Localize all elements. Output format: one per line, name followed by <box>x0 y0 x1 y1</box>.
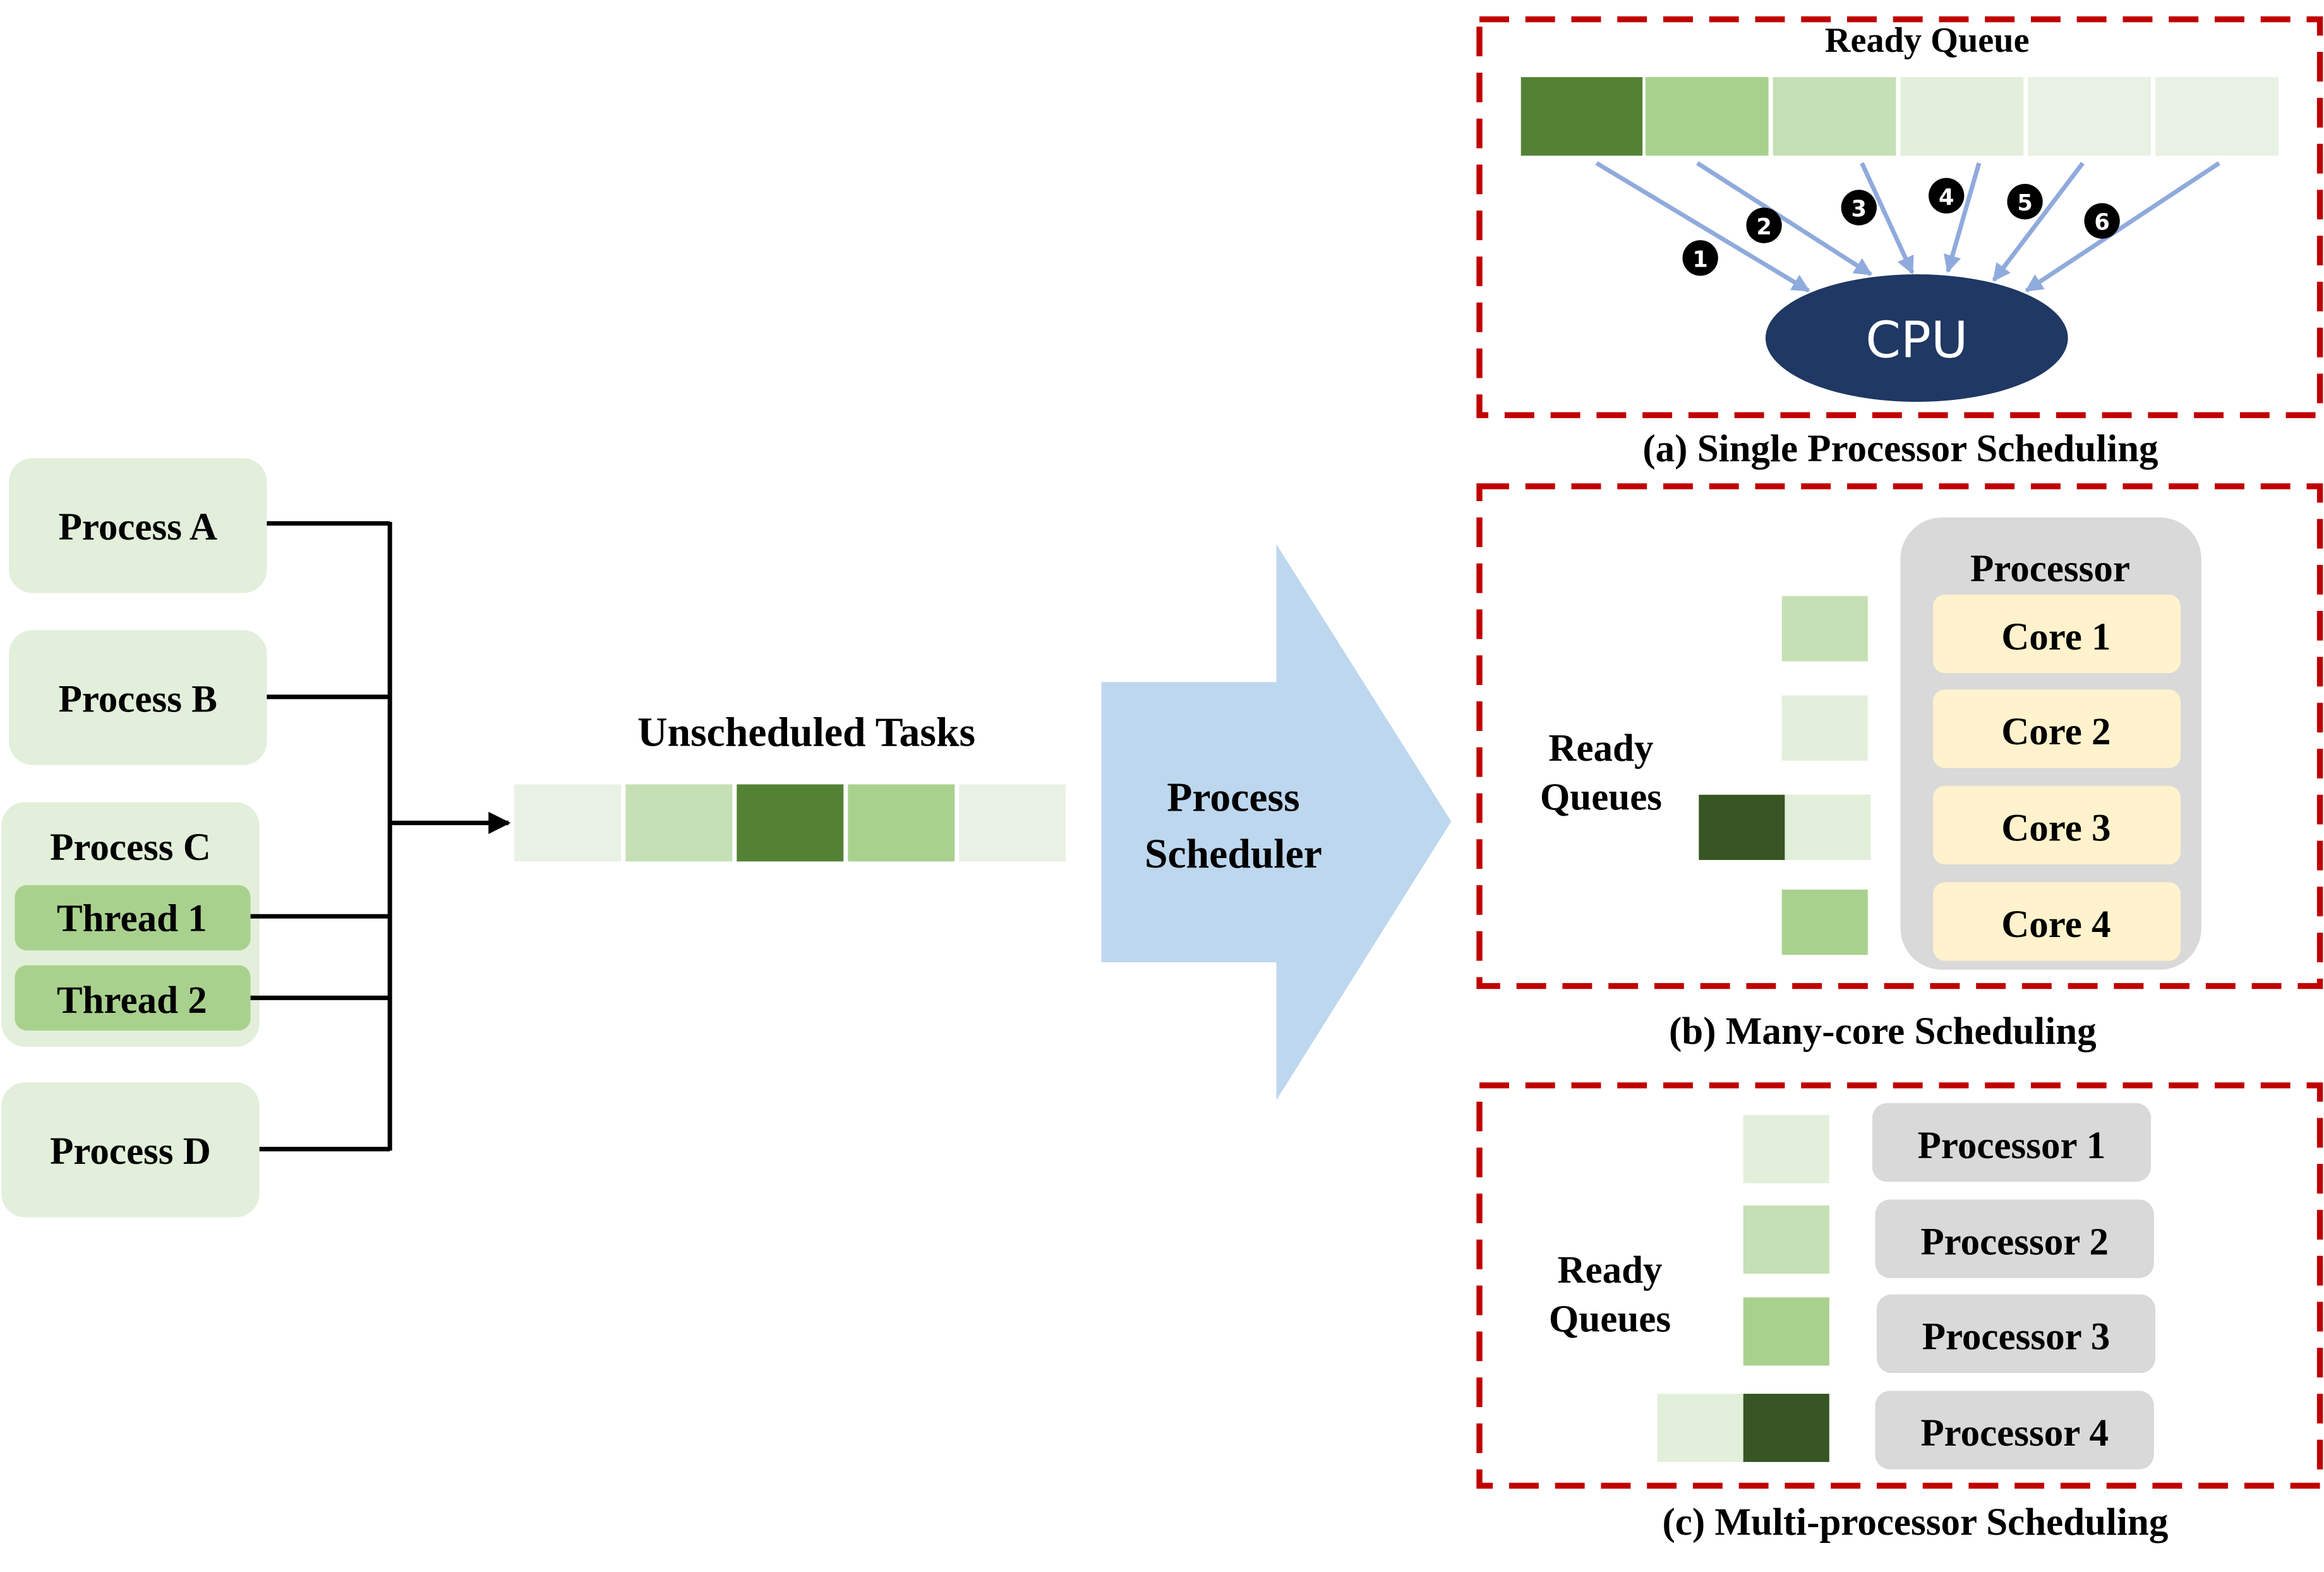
caption-c: (c) Multi-processor Scheduling <box>1662 1501 2168 1544</box>
per-core-queues <box>1699 596 1871 955</box>
queue-slot <box>1773 77 1896 156</box>
unscheduled-title: Unscheduled Tasks <box>637 709 975 755</box>
process-b-label: Process B <box>59 678 217 720</box>
scheduler-label-line1: Process <box>1167 775 1299 821</box>
core-label: Core 2 <box>2001 711 2110 753</box>
queue-slot <box>1781 695 1868 761</box>
processor-label: Processor 3 <box>1922 1315 2110 1358</box>
order-badge-number: 3 <box>1851 196 1867 222</box>
per-processor-queues <box>1657 1115 1829 1462</box>
queue-slot <box>1743 1297 1829 1366</box>
queue-slot <box>1781 596 1868 662</box>
scheduler-arrow <box>1101 544 1452 1101</box>
queue-slot <box>1699 794 1785 861</box>
queue-slot <box>2155 77 2279 156</box>
queue-slot <box>1743 1393 1829 1462</box>
queue-slot <box>1645 77 1769 156</box>
core-box <box>1933 882 2181 961</box>
panel-a-border <box>1476 16 2323 418</box>
many-core-panel: Ready Queues Processor Core 1 Core 2 Cor… <box>1476 483 2323 1053</box>
single-processor-panel: Ready Queue 1 2 <box>1476 16 2323 470</box>
order-badges: 1 2 3 4 5 6 <box>1682 178 2120 276</box>
order-badge-number: 2 <box>1756 214 1771 240</box>
panel-b-border <box>1476 483 2323 989</box>
scheduler-label-line2: Scheduler <box>1145 831 1322 877</box>
processor-label: Processor 4 <box>1920 1412 2109 1454</box>
order-badge <box>1929 178 1965 214</box>
queue-slot <box>1657 1393 1743 1462</box>
cpu-label: CPU <box>1865 311 1968 370</box>
order-badge <box>1841 190 1877 226</box>
order-badge-number: 5 <box>2017 190 2032 216</box>
processor-label: Processor 1 <box>1918 1125 2106 1167</box>
ready-queue-title: Ready Queue <box>1825 21 2030 60</box>
queue-slot <box>2028 77 2152 156</box>
core-label: Core 1 <box>2001 616 2110 658</box>
processor-box <box>1875 1391 2154 1470</box>
task-block <box>848 784 955 862</box>
processor-box <box>1875 1199 2154 1278</box>
order-badge-number: 6 <box>2094 210 2109 236</box>
panel-c-border <box>1476 1082 2323 1489</box>
ready-queues-label-line2: Queues <box>1540 776 1662 818</box>
ready-queues-label-line2: Queues <box>1549 1298 1671 1340</box>
ready-queue <box>1520 77 2279 156</box>
queue-slot <box>1781 890 1868 955</box>
queue-slot <box>1520 77 1643 156</box>
queue-slot <box>1743 1205 1829 1274</box>
task-block <box>959 784 1066 862</box>
task-block <box>625 784 733 862</box>
order-badge-number: 4 <box>1939 184 1954 210</box>
queue-slot <box>1743 1115 1829 1183</box>
queue-slot <box>1900 77 2024 156</box>
processor-label: Processor <box>1970 548 2130 590</box>
thread-2-box <box>15 965 251 1031</box>
order-badge <box>2007 183 2043 220</box>
processor-label: Processor 2 <box>1920 1221 2109 1263</box>
core-box <box>1933 595 2181 674</box>
dispatch-arrows <box>1595 161 2220 293</box>
core-box <box>1933 689 2181 768</box>
order-badge <box>1682 240 1718 276</box>
processor-box <box>1876 1294 2156 1374</box>
order-badge <box>2084 203 2120 239</box>
order-badge-number: 1 <box>1692 246 1707 272</box>
caption-a: (a) Single Processor Scheduling <box>1642 428 2158 470</box>
order-badge <box>1746 207 1782 243</box>
source-processes: Process A Process B Process C Thread 1 T… <box>1 458 267 1218</box>
process-a-box <box>9 458 267 593</box>
thread-2-label: Thread 2 <box>57 979 207 1022</box>
process-a-label: Process A <box>59 506 217 548</box>
queue-slot <box>1785 794 1871 861</box>
source-connectors <box>250 521 511 1152</box>
unscheduled-task-queue <box>514 784 1066 862</box>
core-label: Core 4 <box>2001 904 2110 946</box>
ready-queues-label-line1: Ready <box>1548 727 1653 770</box>
task-block <box>514 784 622 862</box>
thread-1-label: Thread 1 <box>57 898 207 940</box>
process-d-box <box>1 1082 260 1218</box>
core-label: Core 3 <box>2001 807 2110 850</box>
core-box <box>1933 785 2181 865</box>
process-d-label: Process D <box>50 1130 211 1173</box>
processor-box <box>1872 1103 2152 1182</box>
process-c-label: Process C <box>50 826 211 869</box>
task-block <box>737 784 844 862</box>
process-b-box <box>9 630 267 765</box>
thread-1-box <box>15 885 251 951</box>
ready-queues-label-line1: Ready <box>1557 1249 1662 1291</box>
multi-processor-panel: Ready Queues Processor 1 Processor 2 Pro… <box>1476 1082 2323 1544</box>
cpu-ellipse <box>1765 274 2068 402</box>
caption-b: (b) Many-core Scheduling <box>1669 1010 2097 1053</box>
